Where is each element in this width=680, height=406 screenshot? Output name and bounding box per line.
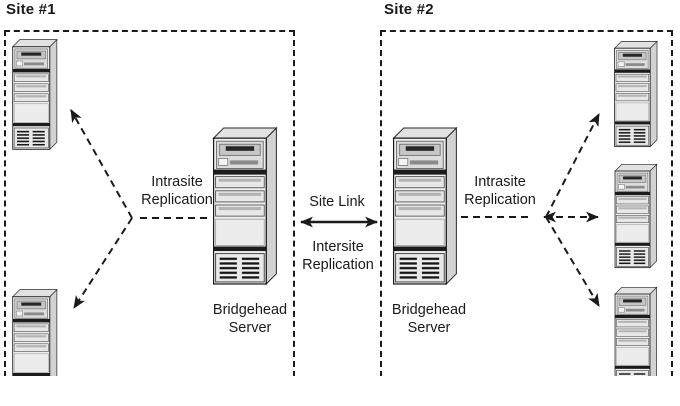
site-link-label: Site Link — [309, 194, 365, 210]
bridgehead-server-label-site2: Bridgehead Server — [391, 302, 467, 336]
bridgehead-server-icon-site1 — [212, 127, 278, 285]
bridgehead-server-label-site1: Bridgehead Server — [212, 302, 288, 336]
bridgehead-server-icon-site2 — [392, 127, 458, 285]
intrasite-replication-label-site2: Intrasite Replication — [464, 174, 536, 208]
intrasite-arrow-site1-up — [70, 109, 133, 219]
intersite-replication-label: Intersite Replication — [302, 239, 374, 273]
intrasite-replication-label-site1: Intrasite Replication — [141, 174, 213, 208]
site1-boundary — [4, 30, 295, 376]
site2-boundary — [380, 30, 673, 376]
diagram-clip-area: Site #1 Site #2 Intrasite Replication In… — [4, 1, 673, 376]
server-icon-site2-bottom — [614, 286, 658, 376]
server-icon-site2-top — [614, 40, 658, 148]
server-icon-site1-bottom — [12, 289, 58, 376]
site2-title: Site #2 — [384, 1, 434, 18]
intrasite-arrow-site1-down — [73, 217, 133, 309]
intrasite-arrow-site2-down — [545, 216, 600, 307]
diagram-art — [12, 39, 658, 376]
intrasite-arrow-site2-up — [545, 113, 600, 218]
server-icon-site1-top — [12, 39, 58, 150]
server-icon-site2-middle — [614, 163, 658, 269]
site1-title: Site #1 — [6, 1, 56, 18]
